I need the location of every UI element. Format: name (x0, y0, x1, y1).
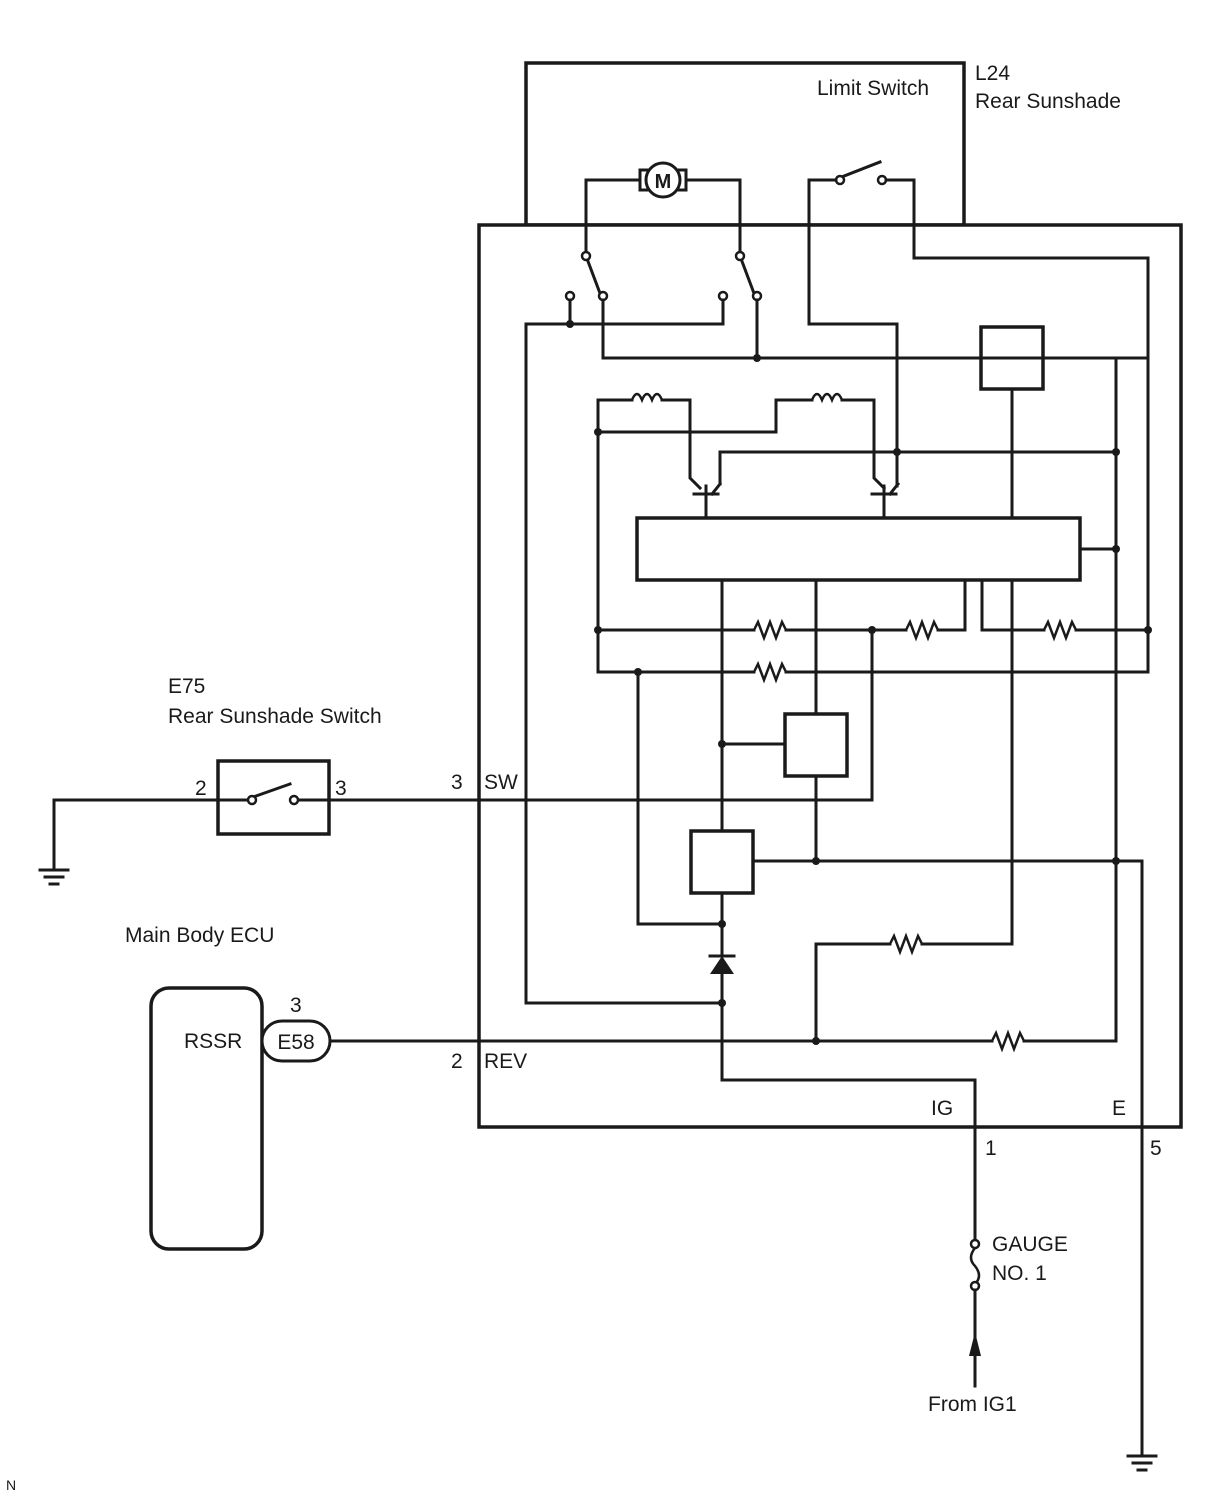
limit-switch-label: Limit Switch (817, 77, 929, 100)
sw-name: SW (484, 771, 518, 794)
e75-pin-left: 2 (195, 777, 207, 800)
motor-label: M (655, 171, 672, 193)
sw-pin: 3 (451, 771, 463, 794)
relay-coil-left-icon (630, 392, 664, 404)
resistor-2-icon (904, 618, 940, 642)
e58-pin: 3 (290, 994, 302, 1017)
resistor-6-icon (990, 1029, 1026, 1053)
transistor-right-icon (870, 481, 901, 520)
e-name: E (1112, 1097, 1126, 1120)
ig-pin: 1 (985, 1137, 997, 1160)
e58-label: E58 (277, 1031, 314, 1054)
corner-mark: N (6, 1477, 16, 1493)
fuse-line1: GAUGE (992, 1233, 1068, 1256)
diode-icon (708, 954, 736, 974)
l24-name: Rear Sunshade (975, 90, 1121, 113)
fuse-line2: NO. 1 (992, 1262, 1047, 1285)
l24-code: L24 (975, 62, 1010, 85)
resistor-3-icon (1042, 618, 1078, 642)
transistor-left-icon (692, 481, 723, 520)
e58-connector (260, 1019, 332, 1063)
e75-switch-icon (246, 782, 300, 806)
e75-code: E75 (168, 675, 205, 698)
ig-name: IG (931, 1097, 953, 1120)
motor-icon: M (584, 161, 742, 199)
junctions (566, 320, 1152, 1045)
resistor-5-icon (888, 932, 924, 956)
arrow-up-icon (969, 1332, 981, 1356)
e-pin: 5 (1150, 1137, 1162, 1160)
ground-left-icon (38, 868, 70, 886)
main-body-ecu-box (149, 986, 264, 1251)
resistor-4-icon (752, 660, 788, 684)
mid-block (783, 712, 849, 778)
motor-switch-left-icon (564, 250, 609, 302)
ecu-name: Main Body ECU (125, 924, 274, 947)
fuse-icon (969, 1238, 981, 1292)
e75-name: Rear Sunshade Switch (168, 705, 382, 728)
l24-main-housing (477, 223, 1183, 1129)
relay-coil-right-icon (810, 392, 844, 404)
low-block (689, 829, 755, 895)
rssr-label: RSSR (184, 1030, 242, 1053)
rev-name: REV (484, 1050, 527, 1073)
l24-upper-housing (524, 61, 966, 227)
rev-pin: 2 (451, 1050, 463, 1073)
motor-switch-right-icon (717, 250, 763, 302)
control-ic (635, 516, 1082, 582)
e75-pin-right: 3 (335, 777, 347, 800)
ground-right-icon (1126, 1454, 1158, 1472)
e75-switch-box (216, 759, 331, 836)
from-ig1-label: From IG1 (928, 1393, 1017, 1416)
resistor-1-icon (752, 618, 788, 642)
